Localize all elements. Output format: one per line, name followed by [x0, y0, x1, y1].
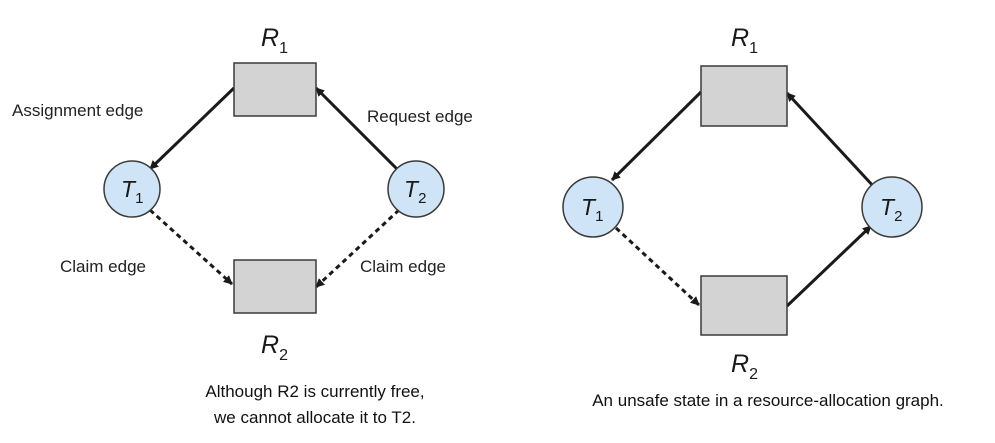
resource-r1-box [700, 65, 788, 127]
resource-r2-box [233, 259, 317, 314]
right-caption: An unsafe state in a resource-allocation… [592, 391, 944, 410]
assignment-edge-r1-t1 [610, 90, 703, 182]
thread-t2-label: T2 [880, 194, 902, 225]
left-graph: R1 R2 T1 T2 Assignment edge Request edge… [12, 24, 473, 427]
resource-r2-label: R2 [261, 331, 288, 364]
right-graph: R1 R2 T1 T2 An unsafe state in a resourc… [562, 24, 944, 410]
thread-t1-label: T1 [121, 176, 143, 207]
left-caption-line-2: we cannot allocate it to T2. [213, 408, 416, 427]
thread-t1-node [103, 160, 161, 218]
resource-r2-box [700, 275, 788, 336]
thread-t2-node [861, 176, 923, 238]
request-edge-t2-r1 [785, 91, 877, 190]
request-edge-label: Request edge [367, 107, 473, 126]
thread-t2-node [387, 160, 445, 218]
assignment-edge [148, 86, 236, 171]
claim-edge-right [314, 208, 401, 289]
resource-r1-label: R1 [731, 24, 758, 57]
thread-t1-label: T1 [581, 194, 603, 225]
request-edge [314, 86, 401, 173]
resource-r2-label: R2 [731, 350, 758, 383]
assignment-edge-r2-t2 [785, 224, 873, 308]
thread-t2-label: T2 [404, 176, 426, 207]
thread-t1-node [562, 176, 624, 238]
claim-edge-left [148, 208, 234, 286]
claim-edge-left-label: Claim edge [60, 257, 146, 276]
resource-r1-box [233, 62, 317, 117]
claim-edge-right-label: Claim edge [360, 257, 446, 276]
left-caption-line-1: Although R2 is currently free, [205, 382, 424, 401]
assignment-edge-label: Assignment edge [12, 101, 143, 120]
claim-edge-t1-r2 [614, 226, 701, 307]
resource-r1-label: R1 [261, 24, 288, 57]
